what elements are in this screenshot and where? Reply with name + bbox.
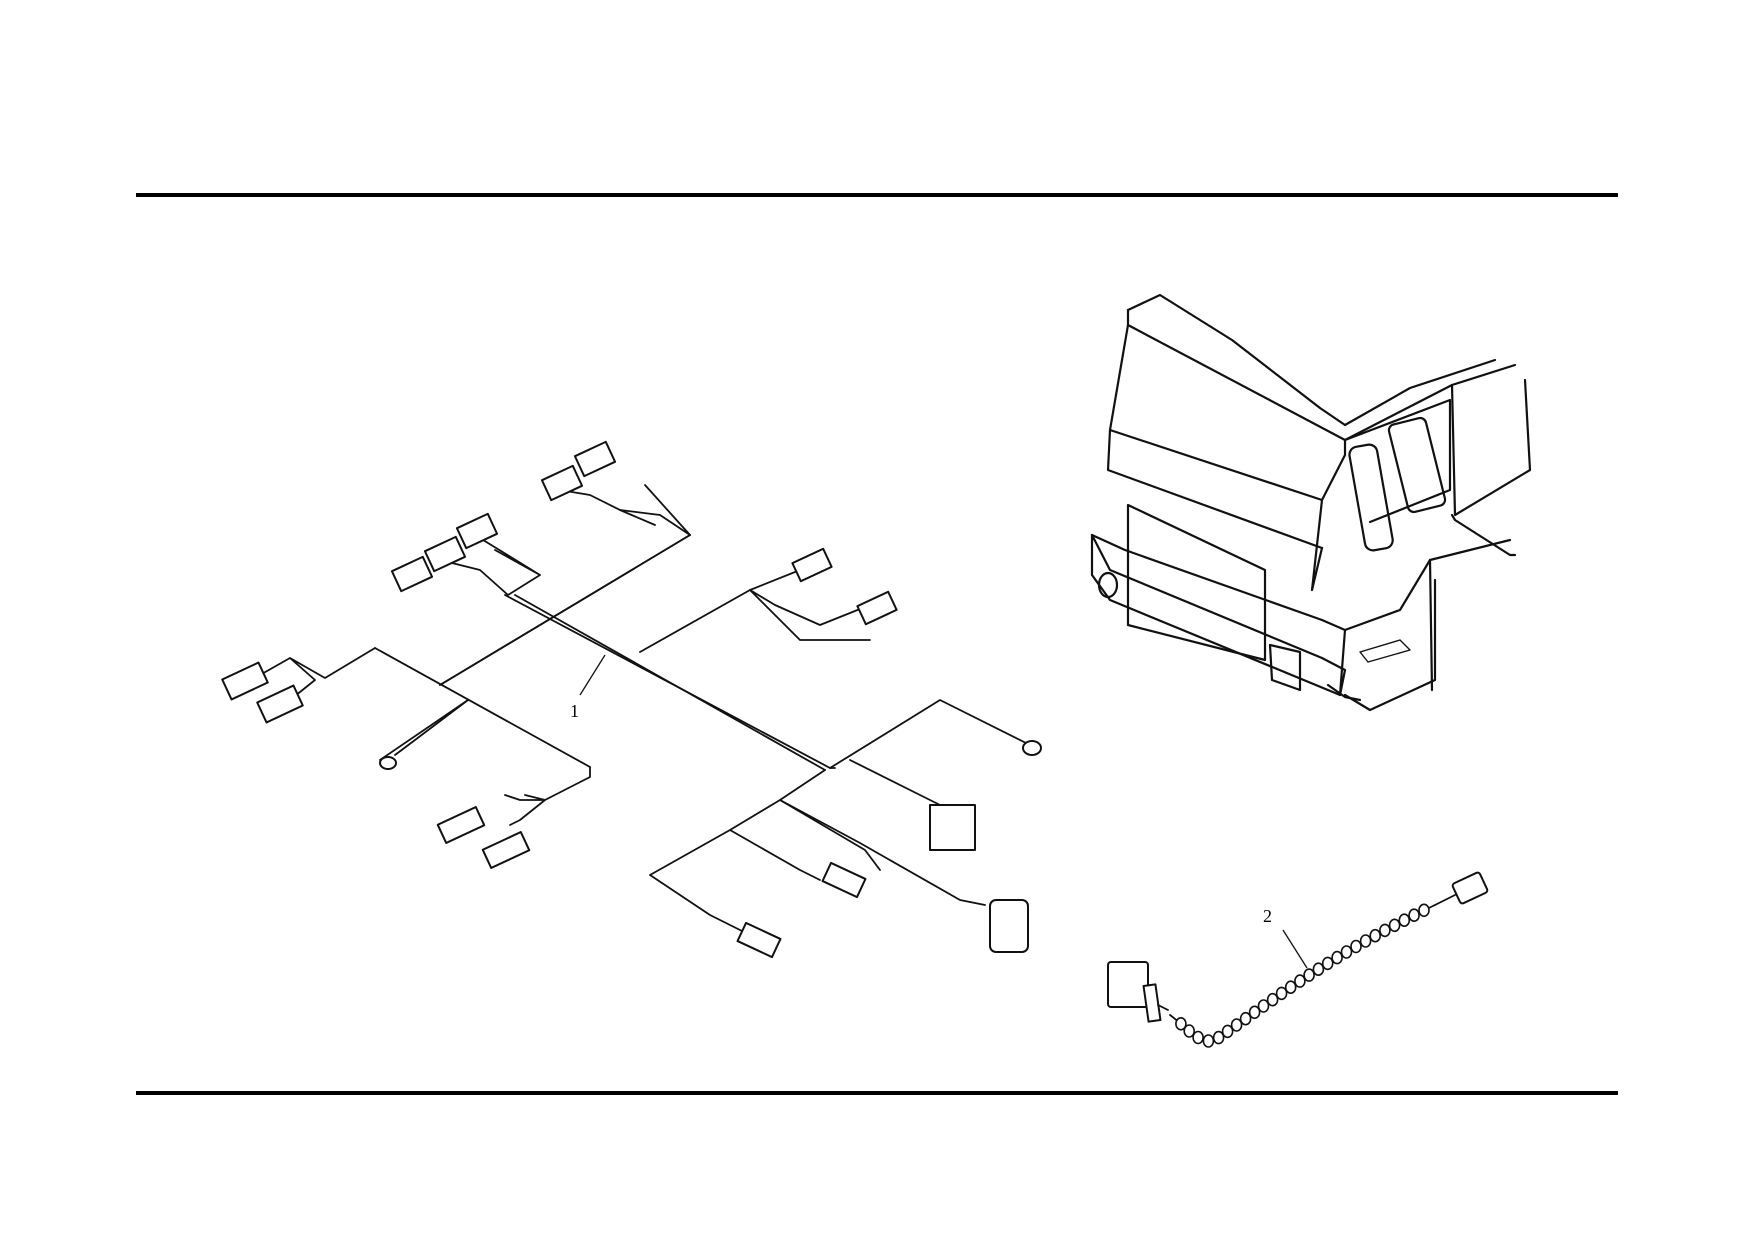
sheath-bead — [1340, 945, 1353, 959]
connector-2-left — [1107, 961, 1149, 1008]
connector-2-right — [1451, 871, 1489, 905]
trunk-center — [439, 534, 826, 771]
callout-2-leader — [1282, 929, 1308, 969]
sheath-bead — [1418, 903, 1430, 918]
sheath-bead — [1202, 1034, 1215, 1048]
truck-cab-outline — [1090, 293, 1532, 712]
callout-1-leader — [579, 654, 606, 696]
sheath-bead — [1312, 962, 1325, 977]
sheath-bead — [1303, 968, 1315, 982]
sheath-bead — [1257, 999, 1270, 1013]
sheath-bead — [1388, 918, 1401, 933]
harness-2 — [1107, 871, 1489, 1048]
harness-1 — [221, 440, 1042, 959]
sheath-bead — [1221, 1024, 1234, 1039]
cable-sheath-beads — [1175, 903, 1430, 1048]
sheath-bead — [1369, 928, 1381, 943]
sheath-bead — [1398, 913, 1411, 928]
callout-2: 2 — [1263, 906, 1272, 926]
sheath-bead — [1248, 1005, 1261, 1020]
sheath-bead — [1275, 986, 1288, 1001]
sheath-bead — [1321, 956, 1334, 971]
trunk-main — [439, 534, 836, 769]
sheath-bead — [1294, 974, 1306, 988]
sheath-bead — [1379, 923, 1391, 938]
connector — [221, 440, 1042, 959]
sheath-bead — [1266, 992, 1279, 1007]
sheath-bead — [1183, 1024, 1195, 1038]
sheath-bead — [1175, 1016, 1187, 1031]
sheath-bead — [1359, 934, 1372, 948]
sheath-bead — [1350, 939, 1362, 954]
sheath-bead — [1192, 1030, 1204, 1045]
sheath-bead — [1331, 950, 1343, 965]
callout-1: 1 — [570, 701, 579, 721]
sheath-bead — [1239, 1011, 1252, 1026]
sheath-bead — [1212, 1030, 1225, 1045]
sheath-bead — [1230, 1018, 1243, 1032]
sheath-bead — [1408, 908, 1420, 923]
sheath-bead — [1284, 980, 1297, 995]
